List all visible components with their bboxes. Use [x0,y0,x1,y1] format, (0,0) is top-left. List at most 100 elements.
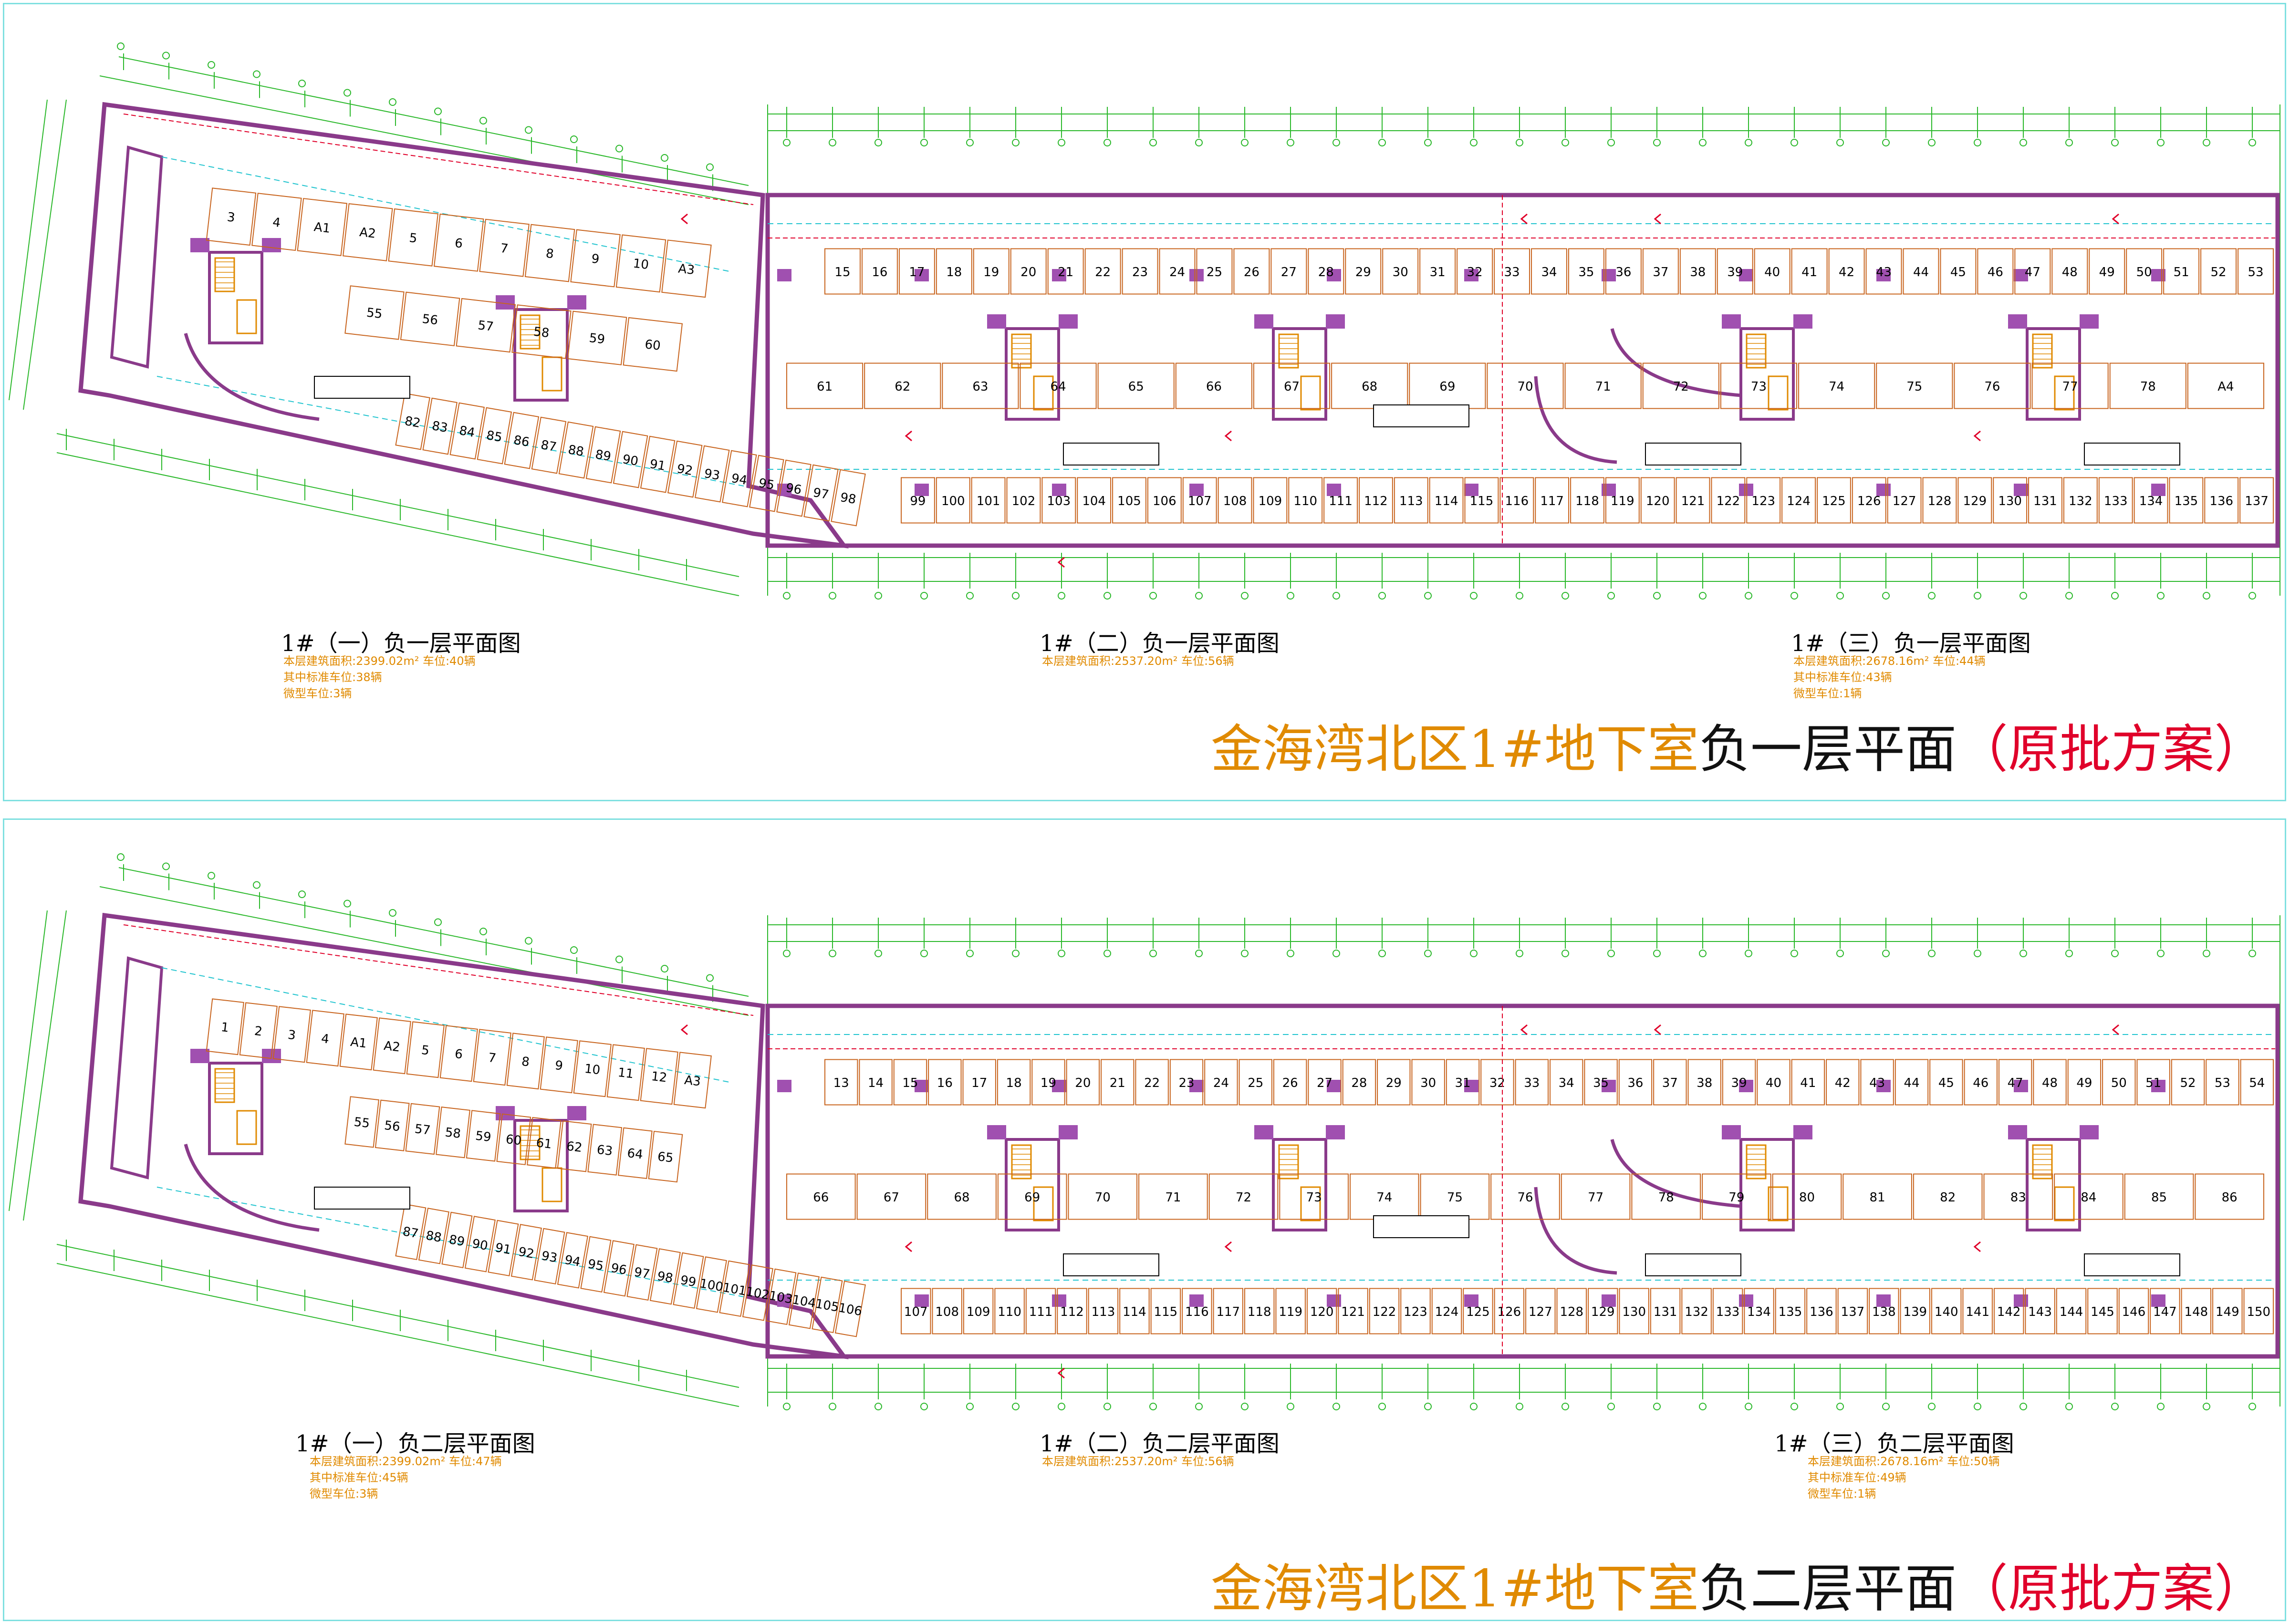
stair-flight [2032,1144,2053,1179]
stair-flight [236,299,257,334]
slot-outline [479,218,530,277]
slot-outline [1057,1288,1087,1334]
slot-outline [344,285,405,340]
axis-bubble [298,890,306,898]
parking-slot: 138 [1869,1288,1899,1334]
parking-slot: 129 [1588,1288,1618,1334]
slot-outline [2134,477,2168,524]
parking-slot: 44 [1894,1059,1929,1106]
slot-outline [1084,248,1121,295]
parking-slot: 117 [1535,477,1570,524]
stair-flight [2054,1186,2075,1221]
standard-count-text: 其中标准车位:43辆 [1793,671,1892,684]
slot-number: 66 [813,1190,829,1205]
axis-bubble [208,872,215,879]
slot-number: 55 [366,306,383,322]
slot-number: 58 [444,1125,461,1141]
slot-outline [1515,1059,1549,1106]
slot-number: 57 [414,1122,431,1138]
slot-outline [673,1252,704,1309]
axis-bubble [1378,592,1386,600]
slot-outline [1772,1173,1842,1220]
slot-number: 36 [1627,1076,1643,1090]
slot-outline [1233,248,1270,295]
parking-slot: 110 [1288,477,1323,524]
slot-outline [1711,477,1746,524]
slot-outline [1213,1288,1243,1334]
parking-slot: 69 [997,1173,1067,1220]
parking-slot: 135 [2169,477,2204,524]
partition-line [123,114,754,205]
column [1189,484,1204,496]
parking-slot: 150 [2243,1288,2274,1334]
slot-number: 56 [384,1118,401,1135]
parking-slot: 25 [1196,248,1233,295]
axis-bubble [1103,592,1111,600]
slot-outline [928,1059,962,1106]
slot-number: 74 [1376,1190,1392,1205]
slot-number: 50 [2136,265,2152,279]
parking-slot: 62 [557,1120,592,1172]
parking-slot: 9 [570,229,621,288]
parking-slot: 87 [395,1203,427,1261]
slot-outline [1006,477,1041,524]
slot-outline [2124,1173,2194,1220]
column [777,269,791,281]
slot-number: 7 [500,241,509,257]
axis-bubble [874,950,882,957]
parking-slot: 122 [1711,477,1746,524]
parking-slot: 96 [776,459,812,517]
parking-slot: 49 [2089,248,2125,295]
parking-slot: 112 [1057,1288,1087,1334]
slot-outline [1047,248,1084,295]
parking-slot: 145 [2087,1288,2118,1334]
slot-number: 100 [698,1276,724,1294]
aisle-line [156,376,744,486]
axis-bubble [1699,139,1707,146]
slot-outline [1722,1059,1756,1106]
axis-bubble [1607,139,1615,146]
parking-slot: 105 [1112,477,1146,524]
slot-number: 67 [1284,380,1300,394]
slot-outline [1400,1288,1431,1334]
slot-outline [1964,1059,1998,1106]
slot-number: 143 [2028,1305,2052,1319]
slot-number: 112 [1364,494,1388,508]
slot-number: 107 [1188,494,1212,508]
slot-outline [510,1224,542,1281]
slot-number: 40 [1764,265,1780,279]
parking-slot: 74 [1349,1173,1419,1220]
slot-number: 45 [1950,265,1966,279]
parking-slot: 113 [1088,1288,1119,1334]
stair-core [987,1125,1078,1231]
plan-title-1-1: 1#（一）负一层平面图 [281,630,521,657]
slot-number: 130 [1622,1305,1646,1319]
slot-number: 15 [834,265,850,279]
slot-outline [2118,1288,2149,1334]
slot-number: 27 [1317,1076,1332,1090]
column [1464,1294,1478,1307]
slot-number: 18 [1006,1076,1022,1090]
slot-outline [812,1276,843,1334]
slot-number: 60 [644,337,661,353]
slot-outline [893,1059,927,1106]
slot-outline [1676,477,1710,524]
slot-number: 114 [1123,1305,1146,1319]
stair-core [1254,314,1345,421]
slot-outline [504,412,540,469]
parking-slot: 17 [898,248,935,295]
column [987,1125,1006,1139]
slot-outline [1159,248,1196,295]
parking-slot: 8 [524,224,575,282]
parking-slot: 128 [1922,477,1957,524]
plan-stats-2-2: 本层建筑面积:2537.20m² 车位:56辆 [1042,1453,1234,1469]
slot-outline [1642,248,1679,295]
slot-outline [580,1236,612,1293]
slot-number: 119 [1279,1305,1302,1319]
slot-outline [1584,1059,1618,1106]
slot-number: 117 [1540,494,1564,508]
slot-outline [570,229,621,288]
stair-flight [1768,375,1789,411]
column [777,1294,791,1307]
